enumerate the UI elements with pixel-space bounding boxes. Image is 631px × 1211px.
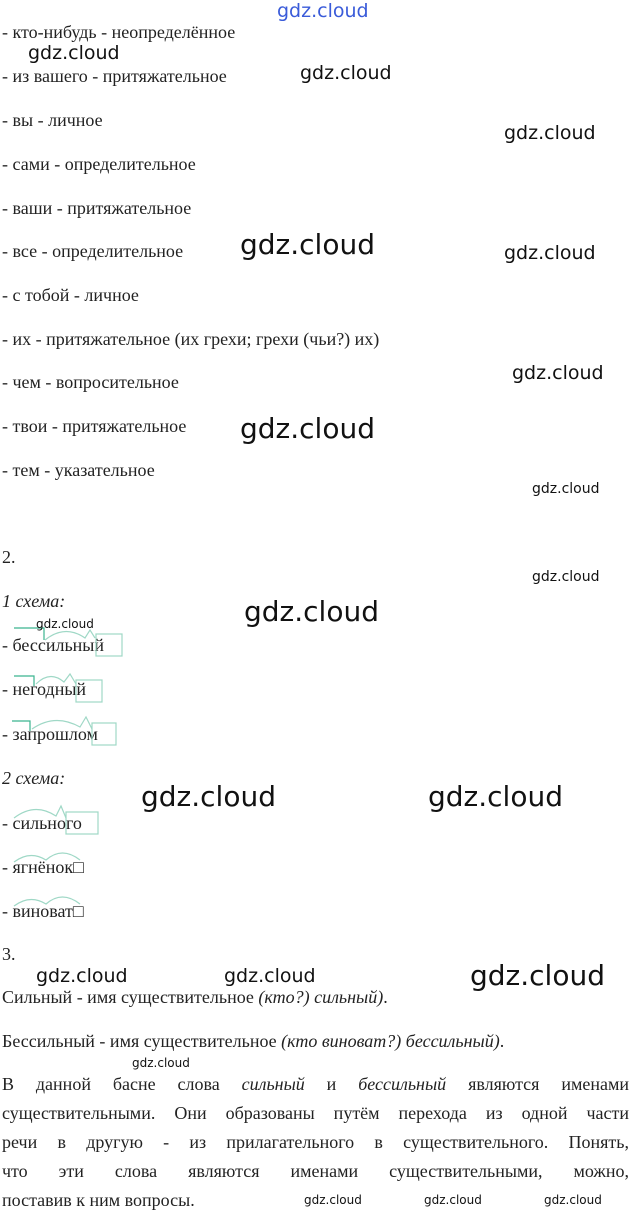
list-item: - вы - личное (2, 110, 103, 130)
paragraph-line: В данной басне слова сильный и бессильны… (2, 1074, 629, 1095)
list-item: - чем - вопросительное (2, 372, 179, 392)
text: Бессильный - имя существительное (2, 1031, 282, 1051)
section-number: 3. (2, 944, 16, 964)
italic-text: сильный (241, 1074, 305, 1094)
watermark: gdz.cloud (28, 42, 120, 64)
watermark: gdz.cloud (428, 780, 563, 813)
paragraph-line: существительными. Они образованы путём п… (2, 1103, 629, 1123)
list-item: - твои - притяжательное (2, 416, 187, 436)
paragraph-line: поставив к ним вопросы. (2, 1190, 195, 1210)
text: . (499, 1031, 505, 1051)
scheme-label: 1 схема: (2, 591, 66, 611)
watermark: gdz.cloud (512, 362, 604, 384)
italic-text: (кто?) сильный) (258, 987, 384, 1007)
text: являются именами (446, 1074, 629, 1094)
list-item: - тем - указательное (2, 460, 155, 480)
scheme-word: - ягнёнок□ (2, 857, 85, 877)
watermark: gdz.cloud (532, 481, 600, 497)
watermark: gdz.cloud (304, 1193, 362, 1207)
watermark: gdz.cloud (532, 569, 600, 585)
paragraph: Сильный - имя существительное (кто?) сил… (2, 987, 388, 1008)
list-item: - с тобой - личное (2, 285, 139, 305)
list-item: - из вашего - притяжательное (2, 66, 227, 86)
italic-text: бессильный (358, 1074, 447, 1094)
list-item: - ваши - притяжательное (2, 198, 192, 218)
watermark: gdz.cloud (244, 595, 379, 628)
watermark: gdz.cloud (300, 62, 392, 84)
watermark: gdz.cloud (544, 1193, 602, 1207)
list-item: - их - притяжательное (их грехи; грехи (… (2, 329, 380, 349)
watermark: gdz.cloud (504, 122, 596, 144)
list-item: - кто-нибудь - неопределённое (2, 22, 236, 42)
watermark: gdz.cloud (240, 412, 375, 445)
italic-text: (кто виноват?) бессильный) (281, 1031, 500, 1051)
paragraph-line: что эти слова являются именами существит… (2, 1161, 629, 1181)
scheme-label: 2 схема: (2, 768, 66, 788)
scheme-word: - виноват□ (2, 901, 84, 921)
text: В данной басне слова (2, 1074, 242, 1094)
paragraph: Бессильный - имя существительное (кто ви… (2, 1031, 504, 1052)
watermark: gdz.cloud (504, 242, 596, 264)
list-item: - все - определительное (2, 241, 184, 261)
watermark: gdz.cloud (424, 1193, 482, 1207)
watermark: gdz.cloud (36, 617, 94, 631)
scheme-word: - запрошлом (2, 724, 98, 744)
list-item: - сами - определительное (2, 154, 196, 174)
section-number: 2. (2, 547, 16, 567)
text: . (383, 987, 388, 1007)
watermark: gdz.cloud (132, 1056, 190, 1070)
watermark: gdz.cloud (36, 965, 128, 987)
paragraph-line: речи в другую - из прилагательного в сущ… (2, 1132, 629, 1152)
watermark: gdz.cloud (470, 959, 605, 992)
watermark: gdz.cloud (224, 965, 316, 987)
text: Сильный - имя существительное (2, 987, 259, 1007)
watermark: gdz.cloud (277, 0, 369, 22)
scheme-word: - негодный (2, 679, 87, 699)
text: и (304, 1074, 359, 1094)
watermark: gdz.cloud (240, 228, 375, 261)
watermark: gdz.cloud (141, 780, 276, 813)
scheme-word: - сильного (2, 813, 82, 833)
scheme-word: - бессильный (2, 635, 105, 655)
